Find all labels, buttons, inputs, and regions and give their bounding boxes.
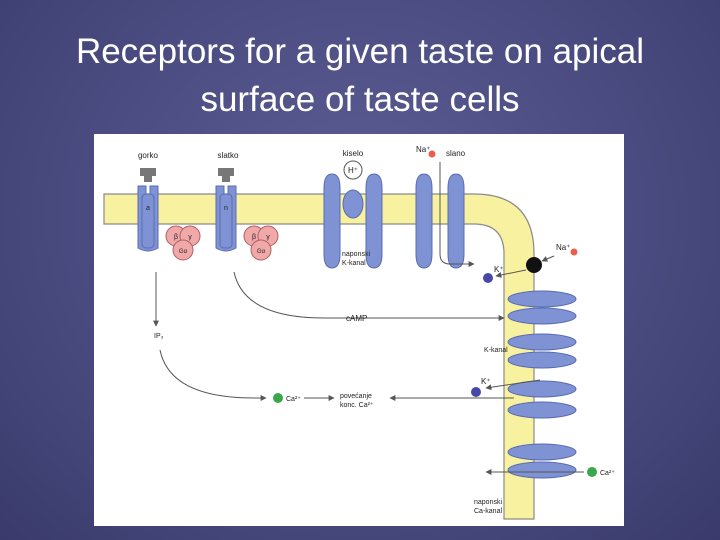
galpha-label-1: Gα	[179, 249, 188, 255]
ligand-bitter	[140, 168, 156, 182]
k-ion-1	[483, 273, 493, 283]
na-k-pump	[526, 257, 542, 273]
povecanje-line-2: konc. Ca²⁺	[340, 402, 374, 409]
beta-label-1: β	[174, 234, 178, 241]
na-plus-top-label: Na⁺	[416, 145, 430, 154]
sour-channel	[323, 173, 383, 269]
k-arrow-1	[495, 269, 527, 278]
k-kanal-label: K-kanal	[484, 347, 508, 354]
galpha-label-2: Gα	[257, 249, 266, 255]
na-influx-arrow	[439, 162, 475, 267]
ca-ion-2	[587, 467, 597, 477]
vertical-channels	[507, 290, 577, 479]
camp-label: cAMP	[346, 314, 367, 323]
receptor-n-label: n	[224, 205, 228, 212]
slide-title: Receptors for a given taste on apical su…	[0, 28, 720, 124]
slide-title-line-1: Receptors for a given taste on apical	[75, 32, 645, 71]
sweet-receptor: n β γ Gα	[215, 168, 279, 261]
slide-title-line-2: surface of taste cells	[200, 80, 520, 119]
g-alpha-bitter	[172, 239, 194, 261]
povecanje-line-1: povećanje	[340, 393, 372, 400]
k-plus-label-2: K⁺	[481, 377, 491, 386]
salt-channel	[415, 173, 465, 269]
gamma-label-1: γ	[188, 234, 192, 241]
k-ion-2	[471, 387, 481, 397]
naponski-k-kanal-line-2: K-kanal	[342, 260, 366, 267]
na-ion-top	[428, 150, 436, 158]
g-alpha-sweet	[250, 239, 272, 261]
kiselo-label: kiselo	[343, 149, 364, 158]
ip3-label: IP₃	[154, 333, 164, 340]
naponski-ca-kanal-line-1: naponski	[474, 499, 502, 506]
naponski-k-kanal-line-1: naponski	[342, 251, 370, 258]
ligand-sweet	[218, 168, 234, 182]
k-plus-label-1: K⁺	[494, 265, 504, 274]
beta-label-2: β	[252, 234, 256, 241]
taste-cell-diagram: a β γ Gα gorko n β γ Gα slatko	[94, 134, 624, 526]
ca-label-1: Ca²⁺	[286, 396, 301, 403]
naponski-ca-kanal-line-2: Ca-kanal	[474, 508, 502, 515]
slano-label: slano	[446, 149, 466, 158]
na-efflux-arrow	[541, 255, 555, 262]
bitter-receptor: a β γ Gα	[137, 168, 201, 261]
ca-ion-1	[273, 393, 283, 403]
ca-label-2: Ca²⁺	[600, 470, 615, 477]
gorko-label: gorko	[138, 151, 159, 160]
proton-icon	[343, 160, 363, 180]
gamma-label-2: γ	[266, 234, 270, 241]
ip3-to-ca-arrow	[159, 349, 267, 401]
na-ion-right	[570, 248, 578, 256]
na-plus-right-label: Na⁺	[556, 243, 570, 252]
slatko-label: slatko	[218, 151, 239, 160]
k-arrow-2	[485, 379, 541, 391]
camp-arrow-from-sweet	[233, 271, 505, 321]
taste-cell-svg: a β γ Gα gorko n β γ Gα slatko	[103, 145, 615, 520]
h-plus-label: H⁺	[348, 166, 358, 175]
receptor-a-label: a	[146, 205, 150, 212]
